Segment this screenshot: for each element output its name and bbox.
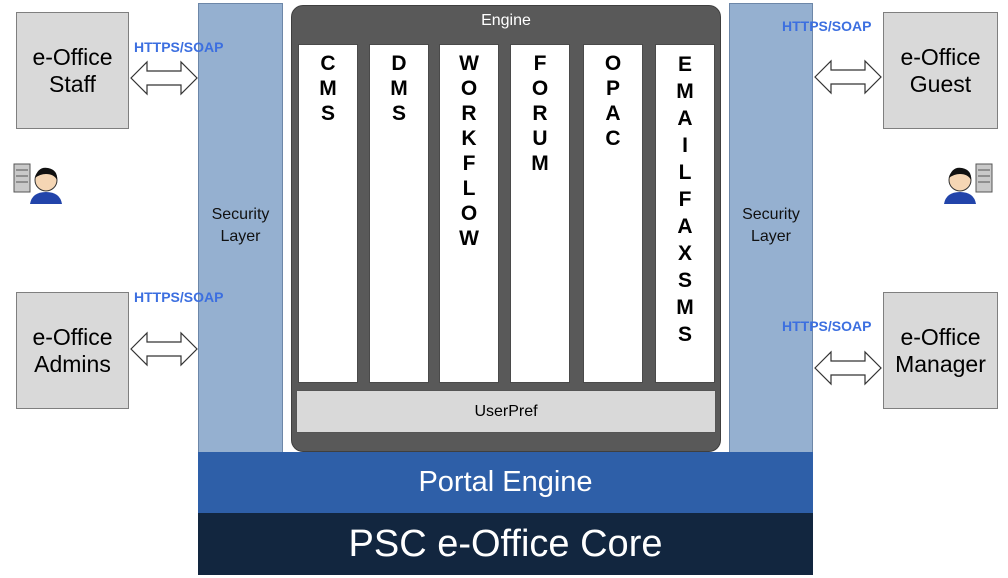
module-letter: L (462, 177, 476, 200)
module-letter: C (605, 127, 621, 150)
double-arrow-icon (130, 60, 198, 96)
module-letter: M (319, 77, 337, 100)
module-letter: O (460, 77, 478, 100)
module-letter: S (677, 323, 692, 346)
security-layer-right-label: Security Layer (742, 206, 800, 245)
module-letter: M (531, 152, 549, 175)
protocol-label-guest: HTTPS/SOAP (782, 18, 872, 34)
module-letter: F (462, 152, 476, 175)
module-letter: L (678, 161, 692, 184)
module-letter: F (533, 52, 547, 75)
module-letter: R (532, 102, 548, 125)
module-letter: O (531, 77, 549, 100)
core-bar: PSC e-Office Core (198, 513, 813, 575)
module-workflow-letters: W O R K F L O W (440, 51, 498, 251)
security-layer-left: Security Layer (198, 3, 283, 453)
module-letter: K (461, 127, 477, 150)
module-letter: M (676, 296, 694, 319)
protocol-label-staff: HTTPS/SOAP (134, 39, 224, 55)
module-letter: D (391, 52, 407, 75)
module-letter: M (676, 80, 694, 103)
user-server-icon (13, 163, 62, 204)
double-arrow-icon (814, 350, 882, 386)
module-letter: A (677, 107, 693, 130)
module-forum-letters: F O R U M (511, 51, 569, 176)
module-letter: P (605, 77, 620, 100)
protocol-label-admins: HTTPS/SOAP (134, 289, 224, 305)
module-letter: U (532, 127, 548, 150)
module-letter: S (677, 269, 692, 292)
protocol-label-manager: HTTPS/SOAP (782, 318, 872, 334)
module-letter: F (678, 188, 692, 211)
module-opac-letters: O P A C (584, 51, 642, 151)
module-letter: A (677, 215, 693, 238)
module-letter: X (677, 242, 692, 265)
security-layer-left-label: Security Layer (211, 206, 270, 245)
module-letter: R (461, 102, 477, 125)
userpref-bar: UserPref (296, 390, 716, 433)
module-letter: A (605, 102, 621, 125)
client-guest: e-Office Guest (883, 12, 998, 129)
module-opac: O P A C (583, 44, 643, 383)
portal-engine-bar: Portal Engine (198, 452, 813, 513)
module-emailfaxsms: E M A I L F A X S M S (655, 44, 715, 383)
module-letter: M (390, 77, 408, 100)
module-dms-letters: D M S (370, 51, 428, 126)
engine-title: Engine (481, 12, 531, 29)
module-cms-letters: C M S (299, 51, 357, 126)
double-arrow-icon (814, 59, 882, 95)
module-letter: W (459, 227, 479, 250)
security-layer-right: Security Layer (729, 3, 813, 453)
module-letter: C (320, 52, 336, 75)
module-letter: I (682, 134, 688, 157)
module-letter: W (459, 52, 479, 75)
client-staff: e-Office Staff (16, 12, 129, 129)
user-server-icon (944, 163, 993, 204)
module-dms: D M S (369, 44, 429, 383)
client-manager: e-Office Manager (883, 292, 998, 409)
module-cms: C M S (298, 44, 358, 383)
module-workflow: W O R K F L O W (439, 44, 499, 383)
module-emailfaxsms-letters: E M A I L F A X S M S (656, 51, 714, 348)
module-letter: S (391, 102, 406, 125)
module-letter: O (604, 52, 622, 75)
client-admins: e-Office Admins (16, 292, 129, 409)
module-forum: F O R U M (510, 44, 570, 383)
double-arrow-icon (130, 331, 198, 367)
module-letter: S (320, 102, 335, 125)
engine-container: Engine (291, 5, 721, 452)
module-letter: E (677, 53, 692, 76)
module-letter: O (460, 202, 478, 225)
